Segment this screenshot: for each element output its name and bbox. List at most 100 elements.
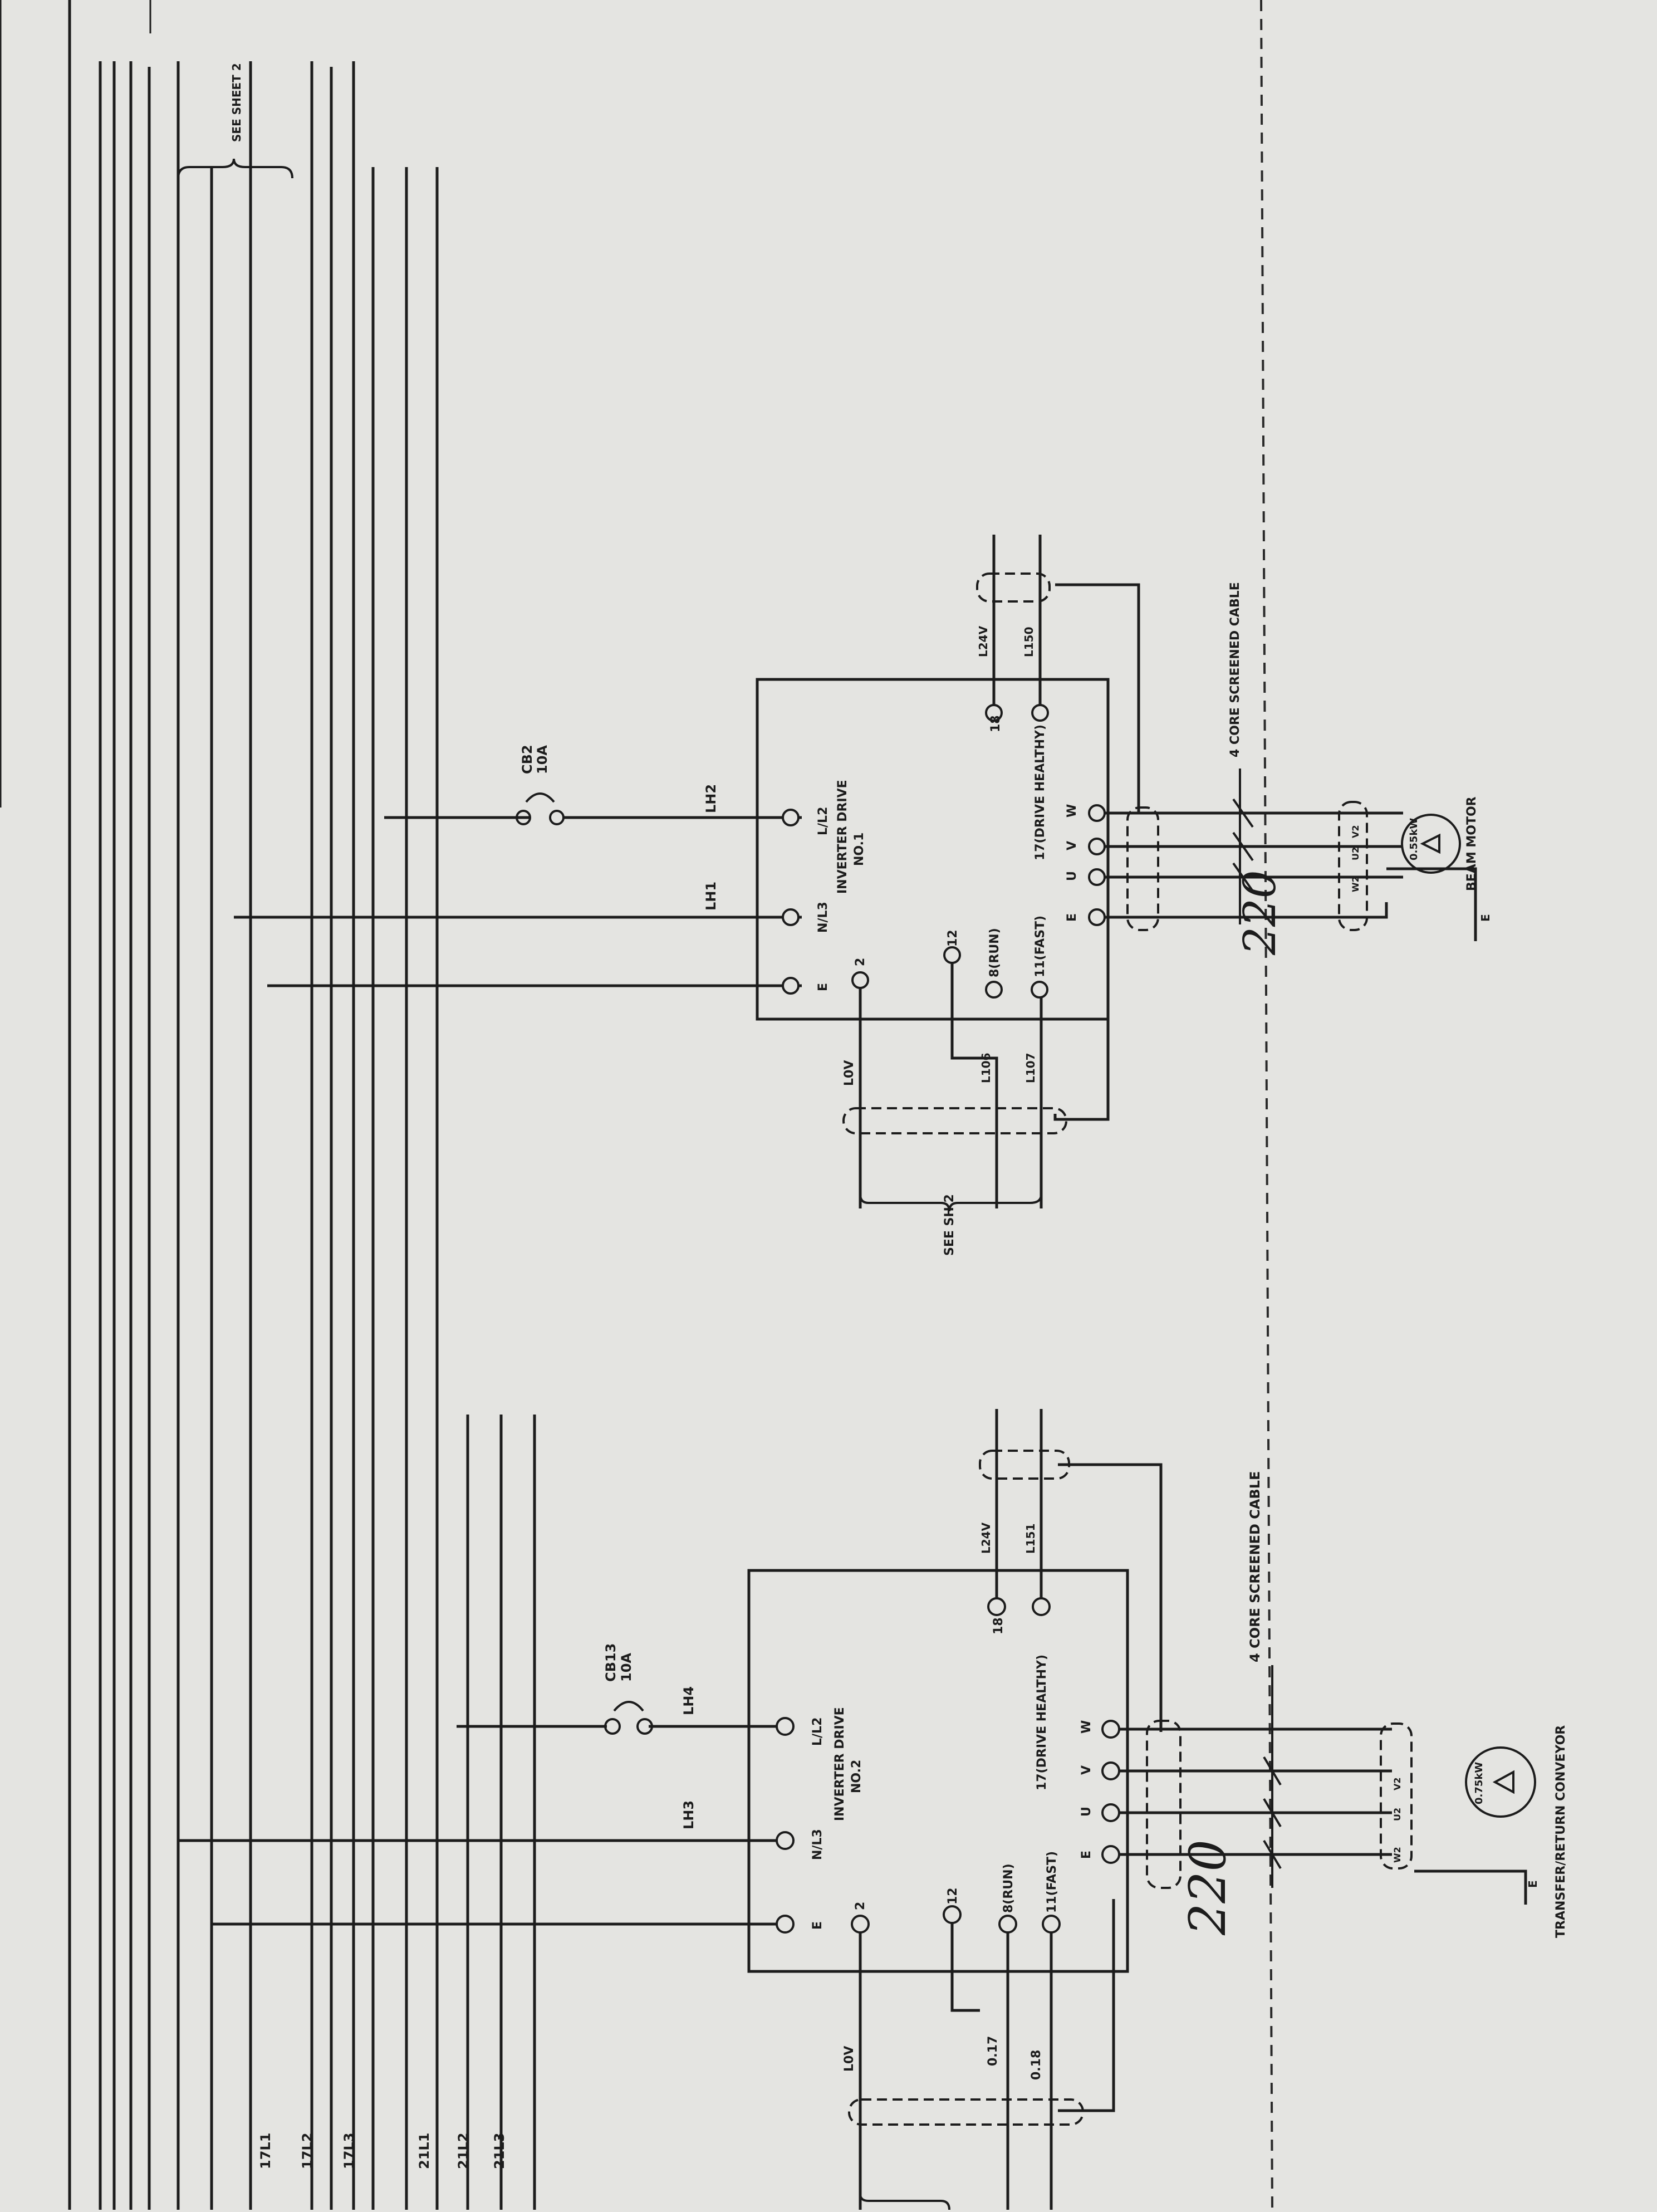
drive1-term-fast: 11(FAST) (1033, 916, 1047, 977)
terminal (851, 1915, 870, 1934)
drive2-term-2: 2 (854, 1902, 867, 1910)
drive1-earth-label: E (1479, 914, 1492, 922)
drive1-term-u: U (1065, 871, 1079, 881)
drive1-terminals (782, 704, 1106, 999)
drive2-wiring (178, 1409, 1527, 2210)
drive2-motor-lead: U2 (1392, 1808, 1403, 1821)
terminal (987, 1597, 1006, 1616)
drive2-earth-label: E (1526, 1880, 1540, 1888)
drive1-wire-24v: L24V (977, 625, 990, 657)
drive2-handwritten-note: 220 (1179, 1839, 1237, 1936)
drive2-cable-ticks (1263, 1665, 1282, 1888)
terminal (998, 1915, 1017, 1934)
drive2-wire-fast: 0.18 (1030, 2050, 1043, 2080)
drive1-wire-common: L0V (842, 1060, 856, 1086)
bus-label: 17L1 (258, 2133, 273, 2169)
drive2-wire-l1: LH3 (681, 1800, 697, 1829)
drive1-bracket-label: SEE SH 2 (943, 1194, 957, 1256)
terminal (776, 1717, 795, 1736)
drive1-cable-label: 4 CORE SCREENED CABLE (1228, 582, 1242, 757)
terminal (1101, 1720, 1120, 1739)
drive2-term-u: U (1080, 1807, 1094, 1817)
terminal (1088, 868, 1106, 886)
terminal (782, 977, 800, 995)
drive1-screens (842, 572, 1368, 1134)
drive2-term-healthy: 17(DRIVE HEALTHY) (1035, 1655, 1049, 1790)
terminal (1088, 838, 1106, 855)
drive1-title: INVERTER DRIVE (836, 780, 850, 894)
drive2-screens (848, 1450, 1413, 2126)
bus-lines (99, 61, 536, 2210)
drive1-motor (1401, 814, 1461, 874)
drive1-motor-lead: V2 (1350, 825, 1361, 838)
drive2-term-w: W (1080, 1720, 1094, 1734)
terminal (1031, 704, 1049, 722)
drive1-wire-l2: LH2 (703, 784, 719, 813)
bus-labels: 17L1 17L2 17L3 21L1 21L2 21L3 (258, 2133, 507, 2169)
drive1-motor-lead: W2 (1350, 876, 1361, 892)
terminal (1088, 908, 1106, 926)
drive1-term-w: W (1065, 804, 1079, 818)
drive1-breaker-symbol (516, 792, 565, 825)
drive2-cable-label: 4 CORE SCREENED CABLE (1247, 1471, 1263, 1662)
drive2-term-l2: L/L2 (811, 1717, 825, 1746)
drive1-motor-rating: 0.55kW (1408, 818, 1420, 860)
terminal (782, 809, 800, 826)
drive1-breaker-label: CB2 (519, 745, 535, 774)
drive2-motor-rating: 0.75kW (1473, 1762, 1485, 1804)
drive1-wire-run: L106 (979, 1053, 993, 1084)
drive1-side-bracket (859, 1194, 1042, 1212)
bus-label: 17L2 (300, 2133, 315, 2169)
drive1-term-l2: L/L2 (816, 807, 830, 835)
bus-label: 21L2 (455, 2133, 471, 2169)
terminal (776, 1831, 795, 1850)
see-sheet-bracket (177, 158, 293, 179)
terminal (1088, 804, 1106, 822)
drive2-term-12: 12 (946, 1887, 960, 1905)
sheet-border (0, 0, 151, 2210)
drive1-term-l3: N/L3 (816, 902, 830, 933)
drive2-breaker-label: CB13 (603, 1643, 619, 1682)
drive2-breaker-symbol (604, 1701, 653, 1735)
drive2-term-fast: 11(FAST) (1045, 1851, 1059, 1913)
terminal (776, 1915, 795, 1934)
drive2-wire-run: 0.17 (986, 2036, 1000, 2066)
terminal (943, 946, 961, 964)
drive2-wire-common: L0V (842, 2046, 856, 2072)
drive2-motor (1465, 1746, 1536, 1818)
drive1-wire-l1: LH1 (703, 882, 719, 911)
drive1-term-12: 12 (946, 929, 960, 947)
drive1-handwritten-note: 220 (1234, 870, 1286, 956)
drive2-motor-name: TRANSFER/RETURN CONVEYOR (1554, 1725, 1568, 1938)
drive2-term-eo: E (1080, 1851, 1094, 1859)
bus-label: 21L3 (492, 2133, 507, 2169)
drive1-motor-lead: U2 (1350, 847, 1361, 860)
drive2-term-v: V (1080, 1765, 1094, 1775)
drive1-breaker-rating: 10A (535, 745, 550, 774)
drive2-wire-l2: LH4 (681, 1686, 697, 1715)
see-sheet-label: SEE SHEET 2 (230, 63, 243, 142)
drive2-number: NO.2 (850, 1760, 864, 1793)
drive1-term-e: E (816, 983, 830, 991)
terminal (782, 908, 800, 926)
terminal (1042, 1915, 1061, 1934)
terminal (1101, 1803, 1120, 1822)
terminal (985, 704, 1003, 722)
drive2-terminals (776, 1597, 1120, 1934)
drive2-term-l3: N/L3 (811, 1829, 825, 1860)
drive1-cable-ticks (1232, 769, 1254, 924)
drive2-motor-lead: V2 (1392, 1777, 1403, 1790)
drive1-term-healthy: 17(DRIVE HEALTHY) (1033, 725, 1047, 860)
drive1-term-run: 8(RUN) (988, 928, 1002, 977)
terminal (1101, 1761, 1120, 1780)
terminal (985, 981, 1003, 999)
drive1-number: NO.1 (852, 833, 866, 866)
drive1-wire-fast: L107 (1024, 1053, 1037, 1084)
terminal (851, 971, 869, 989)
drive1-term-v: V (1065, 841, 1079, 850)
perforation-line (1260, 0, 1273, 2210)
drive2-side-bracket (859, 2194, 950, 2210)
drive1-wire-healthy: L150 (1022, 627, 1036, 658)
drive2-motor-lead: W2 (1392, 1847, 1403, 1863)
